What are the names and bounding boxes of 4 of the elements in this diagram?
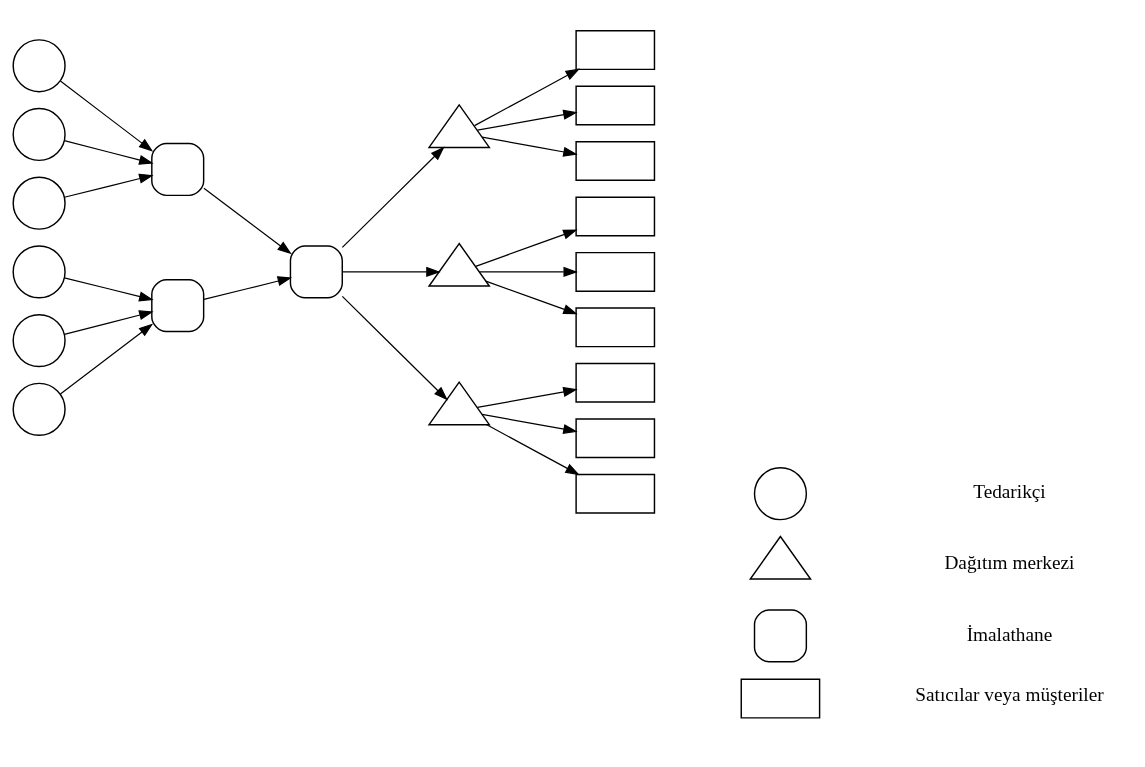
legend-label: Satıcılar veya müşteriler [915,683,1104,705]
legend-label: İmalathane [966,623,1053,645]
legend-label: Dağıtım merkezi [944,551,1075,573]
legend-label: Tedarikçi [973,480,1046,502]
